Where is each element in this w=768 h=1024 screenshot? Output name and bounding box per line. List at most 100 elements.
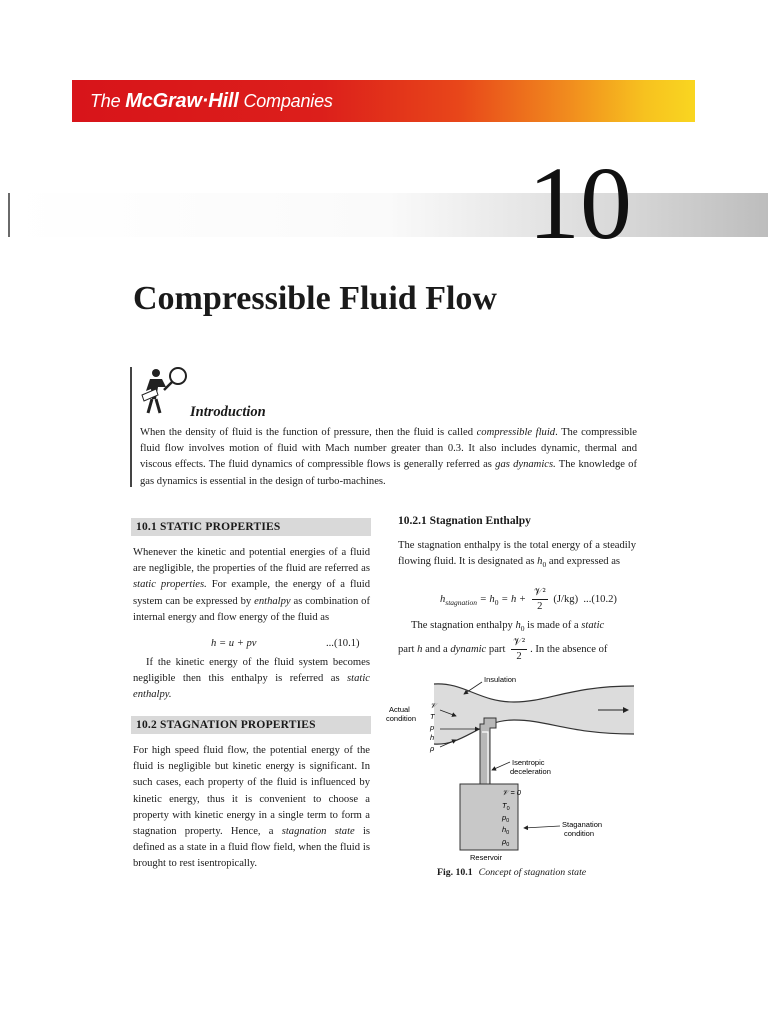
stag-t-label: T0 bbox=[502, 801, 510, 812]
text-run: The knowledge of gas dynamics is essenti… bbox=[140, 459, 638, 487]
text-run: When the density of fluid is the functio… bbox=[140, 427, 477, 438]
text-run: enthalpy bbox=[254, 595, 291, 607]
fig-var-rho: ρ bbox=[429, 744, 435, 753]
fig-var-t: T bbox=[430, 712, 436, 721]
isentropic-label-2: deceleration bbox=[510, 767, 551, 776]
section-10-1-heading: 10.1 STATIC PROPERTIES bbox=[131, 518, 371, 536]
reading-figure-magnifier-icon bbox=[141, 367, 187, 414]
intro-rule bbox=[130, 367, 132, 487]
section-10-2-1-paragraph-2: The stagnation enthalpy h0 is made of a … bbox=[411, 618, 604, 637]
p2-b: is made of a bbox=[524, 620, 582, 631]
reservoir bbox=[459, 783, 519, 851]
p2-static: static bbox=[581, 620, 605, 631]
text-run: If the kinetic energy of the fluid syste… bbox=[133, 657, 370, 685]
eq-fraction: 𝒱² 2 bbox=[531, 586, 548, 613]
eq-plus: = h + bbox=[501, 593, 527, 605]
eq-fraction-num: 𝒱² bbox=[531, 587, 548, 600]
text-run: For example, the energy of a fluid syste… bbox=[133, 579, 370, 607]
text-run: is defined as a state in a fluid flow fi… bbox=[133, 826, 371, 870]
p3-h: h bbox=[417, 643, 423, 655]
publisher-banner: The McGraw·Hill Companies bbox=[72, 80, 695, 122]
publisher-logo: The McGraw·Hill Companies bbox=[90, 90, 333, 113]
staganation-label-2: condition bbox=[564, 829, 594, 838]
actual-label-1: Actual bbox=[389, 705, 410, 714]
brand-name: McGraw·Hill bbox=[125, 90, 239, 112]
fig-var-h: h bbox=[430, 733, 434, 742]
section-10-1-paragraph: Whenever the kinetic and potential energ… bbox=[133, 545, 370, 626]
section-10-2-paragraph: For high speed fluid flow, the potential… bbox=[133, 743, 370, 873]
stag-p-label: p0 bbox=[501, 813, 509, 824]
eq-mid: = h bbox=[479, 593, 495, 605]
p2-a: The stagnation enthalpy bbox=[411, 620, 516, 631]
section-10-2-1-paragraph: The stagnation enthalpy is the total ene… bbox=[398, 538, 636, 574]
p3-a: part bbox=[398, 643, 418, 655]
fig-arrow-1 bbox=[439, 709, 457, 717]
chapter-bar-edge bbox=[8, 193, 10, 237]
text-run: compressible fluid bbox=[476, 427, 556, 438]
text-run: stagnation state bbox=[281, 826, 355, 838]
figure-caption: Fig. 10.1 Concept of stagnation state bbox=[437, 867, 586, 878]
insulation-label: Insulation bbox=[484, 675, 516, 684]
stag-rho-label: ρ0 bbox=[501, 837, 509, 848]
section-10-2-1-paragraph-3: part h and a dynamic part 𝒱² 2 . In the … bbox=[398, 636, 607, 663]
p3-fraction-den: 2 bbox=[516, 651, 522, 662]
text-run: gas dynamics. bbox=[495, 459, 556, 471]
equation-10-2: hstagnation = h0 = h + 𝒱² 2 (J/kg) ...(1… bbox=[440, 586, 617, 613]
duct-fill bbox=[434, 683, 634, 745]
p3-c: part bbox=[486, 643, 506, 655]
brand-prefix: The bbox=[90, 91, 121, 111]
text-run: h bbox=[537, 556, 543, 568]
introduction-paragraph: When the density of fluid is the functio… bbox=[140, 425, 637, 490]
eq-number: ...(10.2) bbox=[583, 593, 617, 605]
text-run: as combination of internal energy and fl… bbox=[133, 595, 370, 623]
actual-label-2: condition bbox=[386, 714, 416, 723]
text-run: static enthalpy. bbox=[133, 673, 370, 701]
section-10-1-paragraph-2: If the kinetic energy of the fluid syste… bbox=[133, 655, 370, 704]
staganation-arrow bbox=[523, 825, 561, 831]
reservoir-label: Reservoir bbox=[470, 853, 503, 862]
figure-stagnation-state: Insulation Actual condition 𝒱 T p h ρ Is… bbox=[386, 675, 635, 862]
eq-lhs: h bbox=[440, 593, 446, 605]
equation-10-1-number: ...(10.1) bbox=[326, 638, 360, 649]
duct-top-wall bbox=[433, 683, 635, 703]
text-run: and expressed as bbox=[546, 556, 621, 568]
p3-d: . In the absence of bbox=[530, 643, 608, 655]
equation-10-1: h = u + pv bbox=[211, 638, 257, 649]
brand-suffix: Companies bbox=[243, 91, 333, 111]
stag-v-label: 𝒱 = 0 bbox=[502, 788, 522, 797]
fig-var-p: p bbox=[429, 723, 434, 732]
text-run: 0 bbox=[542, 560, 547, 570]
stag-h-label: h0 bbox=[502, 825, 509, 836]
text-run: Whenever the kinetic and potential energ… bbox=[133, 547, 370, 575]
staganation-label-1: Staganation bbox=[562, 820, 602, 829]
p3-b: and a bbox=[422, 643, 451, 655]
insulation-arrow bbox=[463, 681, 483, 695]
chapter-bar bbox=[8, 193, 768, 237]
p2-sub: 0 bbox=[520, 624, 525, 634]
fig-arrow-3 bbox=[439, 739, 457, 748]
section-10-2-1-heading: 10.2.1 Stagnation Enthalpy bbox=[398, 515, 531, 527]
isentropic-arrow bbox=[491, 761, 511, 771]
chapter-number: 10 bbox=[528, 146, 632, 261]
p3-fraction: 𝒱² 2 bbox=[511, 636, 528, 663]
text-run: . The compressible fluid flow involves m… bbox=[140, 427, 637, 471]
p3-dynamic: dynamic bbox=[450, 643, 487, 655]
text-run: static properties. bbox=[133, 579, 207, 591]
eq-units: (J/kg) bbox=[553, 593, 579, 605]
figure-caption-text: Concept of stagnation state bbox=[478, 867, 587, 878]
duct-bottom-wall bbox=[433, 719, 635, 745]
p3-fraction-num: 𝒱² bbox=[511, 637, 528, 650]
isentropic-label-1: Isentropic bbox=[512, 758, 545, 767]
text-run: The stagnation enthalpy is the total ene… bbox=[398, 540, 636, 568]
eq-lhs-sub: stagnation bbox=[445, 598, 477, 608]
figure-caption-label: Fig. 10.1 bbox=[437, 867, 473, 878]
eq-fraction-den: 2 bbox=[537, 601, 543, 612]
eq-mid-sub: 0 bbox=[494, 598, 499, 608]
chapter-title: Compressible Fluid Flow bbox=[133, 280, 497, 317]
fig-var-v: 𝒱 bbox=[430, 701, 439, 710]
probe-highlight bbox=[482, 731, 489, 784]
introduction-heading: Introduction bbox=[190, 404, 266, 420]
text-run: For high speed fluid flow, the potential… bbox=[133, 745, 370, 838]
section-10-2-heading: 10.2 STAGNATION PROPERTIES bbox=[131, 716, 371, 734]
p2-h: h bbox=[515, 620, 521, 631]
